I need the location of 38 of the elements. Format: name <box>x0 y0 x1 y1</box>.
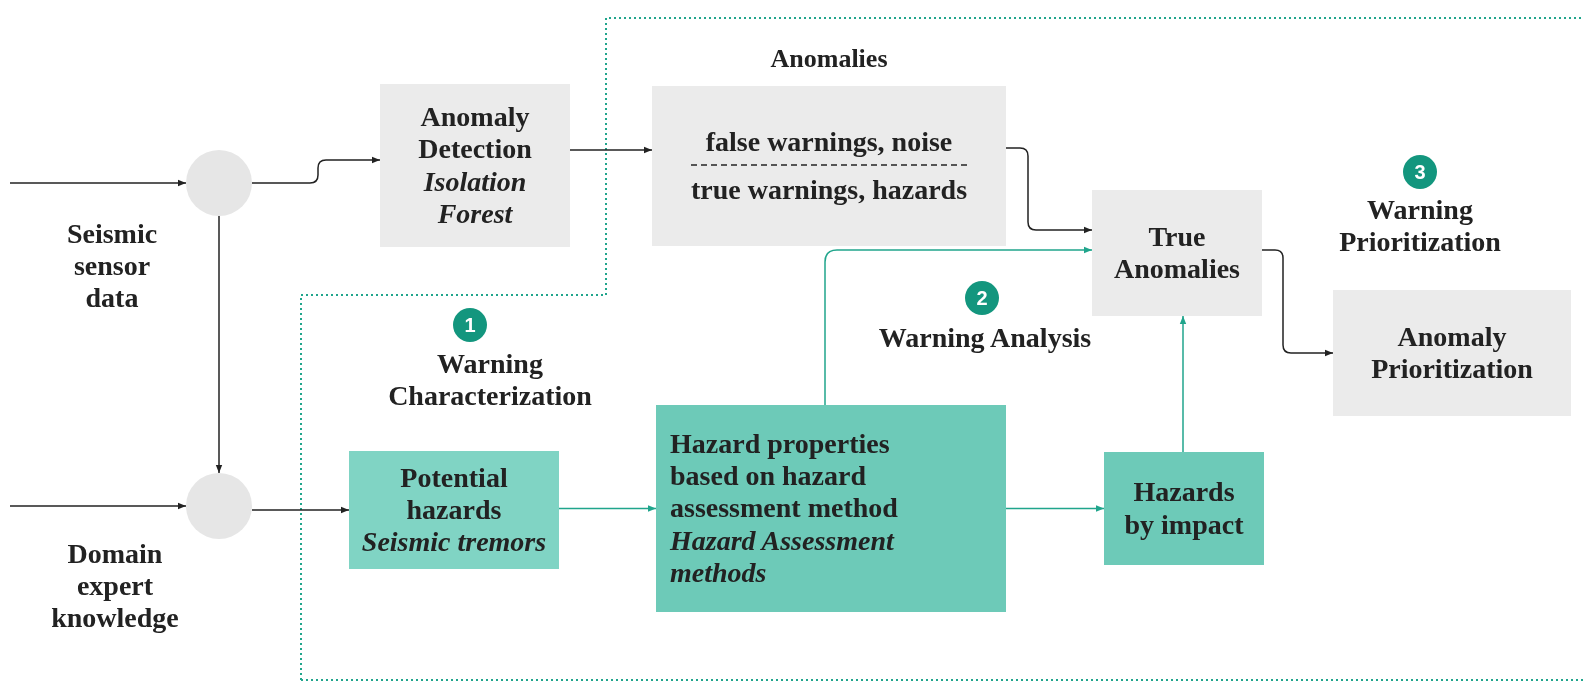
input-label: Domain expert knowledge <box>50 538 180 635</box>
process-box <box>1092 190 1262 316</box>
arrow <box>1261 249 1334 357</box>
box-heading: Anomalies <box>769 44 889 74</box>
arrow <box>9 179 187 187</box>
box-text: Hazards by impact <box>1123 476 1245 541</box>
box-text: Seismic tremors <box>361 526 547 559</box>
stage-label: Warning Prioritization <box>1338 194 1502 259</box>
process-box <box>1333 290 1571 416</box>
stage-label: Warning Analysis <box>877 322 1093 355</box>
step-number-badge: 1 <box>453 308 487 342</box>
arrow <box>1005 505 1105 512</box>
hazard-box <box>656 405 1006 612</box>
box-text: Hazard properties based on hazard assessment method <box>670 428 899 525</box>
arrow <box>251 506 350 514</box>
box-text: Isolation Forest <box>422 165 528 230</box>
arrow <box>1179 315 1187 453</box>
box-text: Anomaly Detection <box>417 101 533 166</box>
process-box <box>380 84 570 247</box>
arrow <box>9 502 187 510</box>
arrow <box>215 215 223 474</box>
arrow <box>251 156 381 184</box>
arrow <box>569 146 653 154</box>
box-text: true warnings, hazards <box>690 164 968 207</box>
step-number-badge: 2 <box>965 281 999 315</box>
stage-label: Warning Characterization <box>387 348 593 413</box>
hazard-box <box>1104 452 1264 565</box>
step-number-badge: 3 <box>1403 155 1437 189</box>
box-text: True Anomalies <box>1113 220 1241 286</box>
box-text: Anomaly Prioritization <box>1370 320 1534 386</box>
arrow <box>824 246 1093 406</box>
input-label: Seismic sensor data <box>65 218 159 315</box>
box-text: Hazard Assessment methods <box>670 524 896 589</box>
arrow <box>558 505 657 512</box>
box-text: Potential hazards <box>399 461 509 527</box>
arrow <box>1005 147 1093 234</box>
hazard-box <box>349 451 559 569</box>
box-text: false warnings, noise <box>705 125 953 158</box>
